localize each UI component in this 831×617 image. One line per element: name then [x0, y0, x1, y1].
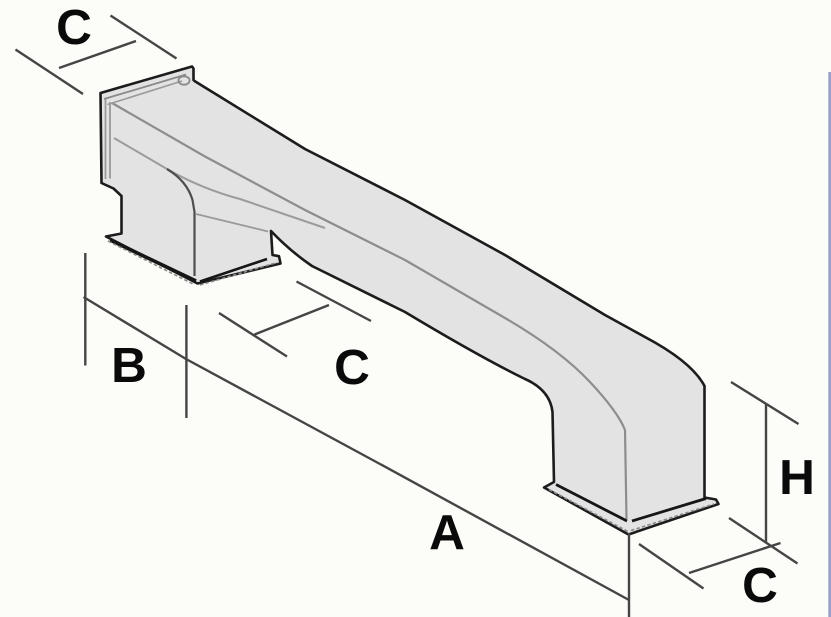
svg-text:B: B [111, 338, 147, 393]
svg-text:A: A [429, 505, 465, 560]
svg-text:C: C [56, 0, 92, 55]
svg-text:H: H [779, 450, 815, 505]
svg-text:C: C [334, 340, 370, 395]
svg-text:C: C [742, 558, 778, 613]
